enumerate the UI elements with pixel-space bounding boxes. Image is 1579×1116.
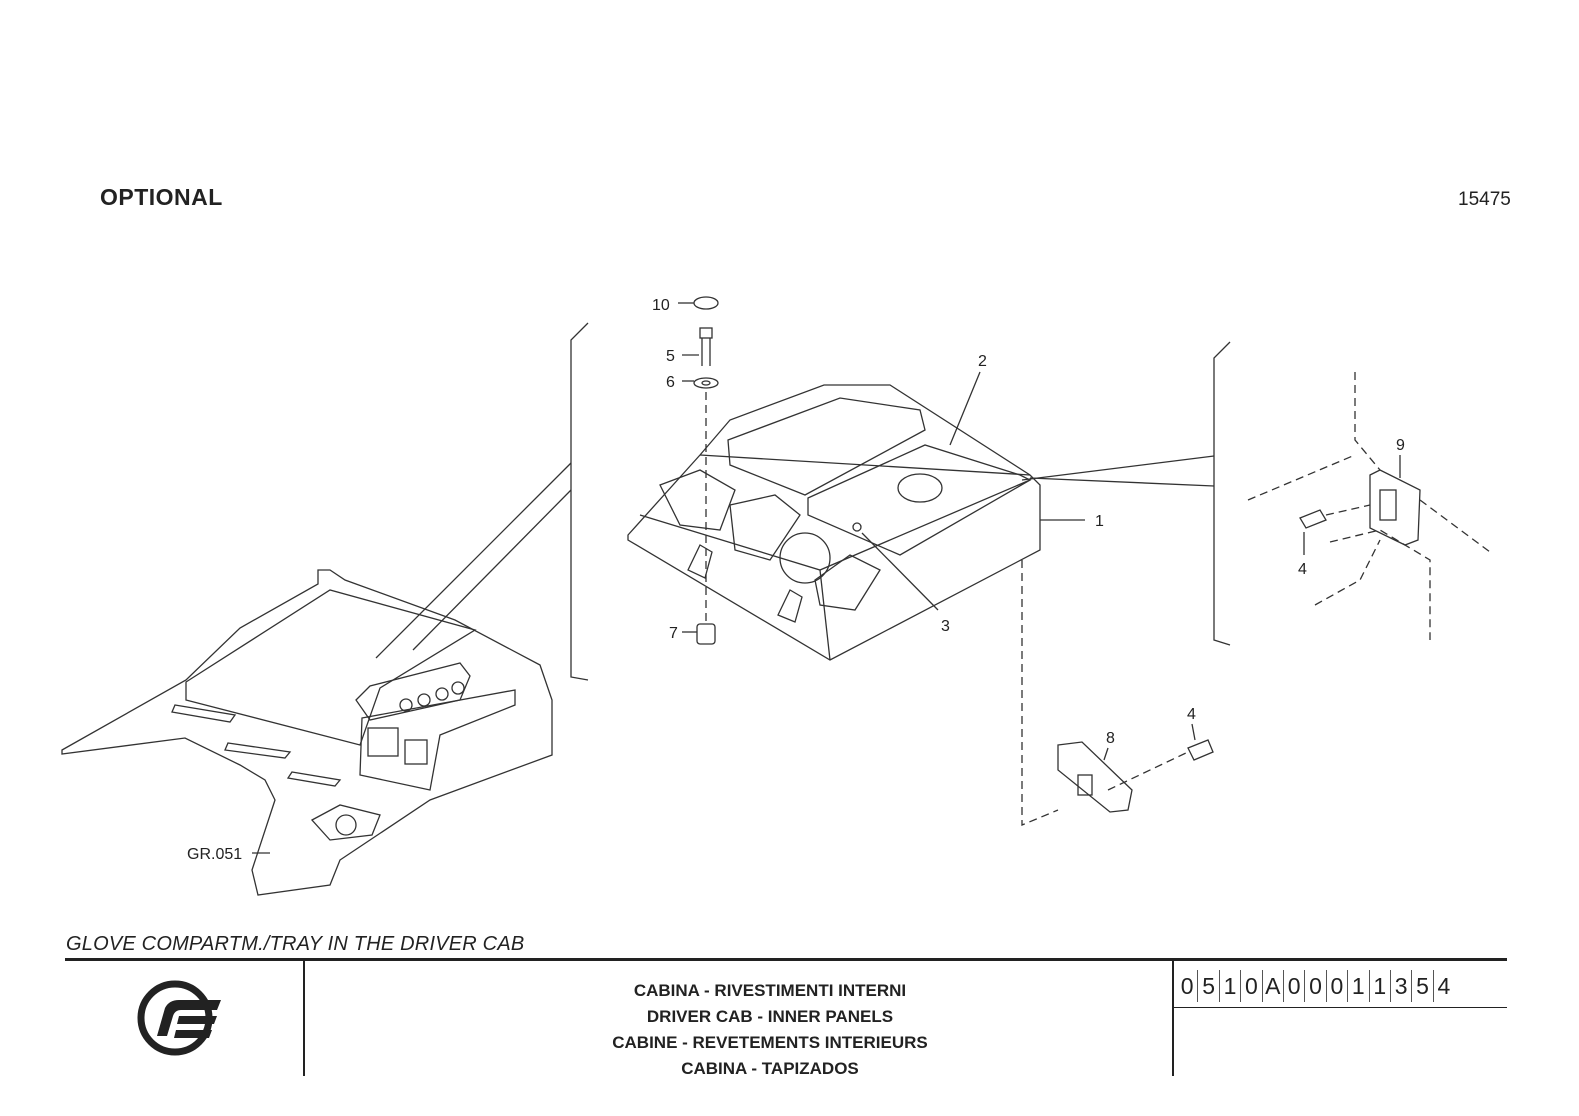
group-reference: GR.051 [187,846,242,863]
callout-10: 10 [652,297,670,314]
code-digit: 1 [1348,970,1370,1002]
callout-2: 2 [978,353,987,370]
title-block-code-rule [1174,1007,1507,1008]
title-english: DRIVER CAB - INNER PANELS [646,1007,894,1026]
title-italian: CABINA - RIVESTIMENTI INTERNI [633,981,907,1000]
title-block: CABINA - RIVESTIMENTI INTERNI DRIVER CAB… [65,958,1507,1078]
callout-4-latch-screw: 4 [1187,706,1196,723]
callout-7: 7 [669,625,678,642]
callout-8: 8 [1106,730,1115,747]
code-digit: 1 [1370,970,1391,1002]
code-digit: A [1263,970,1284,1002]
code-digit: 3 [1391,970,1413,1002]
callout-9: 9 [1396,437,1405,454]
parts-diagram: 10 5 6 7 2 1 3 9 4 8 4 GR.051 [61,296,1491,896]
title-block-divider-right [1172,961,1174,1076]
callout-5: 5 [666,348,675,365]
code-digit: 0 [1305,970,1327,1002]
brand-logo-icon [137,980,221,1056]
callout-3: 3 [941,618,950,635]
title-block-divider-left [303,961,305,1076]
callout-1: 1 [1095,513,1104,530]
diagram-caption: GLOVE COMPARTM./TRAY IN THE DRIVER CAB [66,933,525,955]
code-digit: 1 [1220,970,1242,1002]
title-french: CABINE - REVETEMENTS INTERIEURS [612,1033,928,1052]
code-digit: 0 [1284,970,1306,1002]
drawing-code: 0 5 1 0 A 0 0 0 1 1 3 5 4 [1177,970,1454,1002]
callout-4-hinge-screw: 4 [1298,561,1307,578]
title-spanish: CABINA - TAPIZADOS [681,1059,859,1078]
title-block-top-rule [65,958,1507,961]
optional-label: OPTIONAL [100,184,223,210]
code-digit: 4 [1437,973,1451,999]
code-digit: 0 [1327,970,1349,1002]
code-digit: 0 [1241,970,1263,1002]
callout-6: 6 [666,374,675,391]
code-digit: 5 [1412,970,1434,1002]
title-lines: CABINA - RIVESTIMENTI INTERNI DRIVER CAB… [305,978,1235,1082]
sheet-number: 15475 [1458,189,1511,210]
code-digit: 0 [1177,970,1199,1002]
code-digit: 5 [1198,970,1220,1002]
